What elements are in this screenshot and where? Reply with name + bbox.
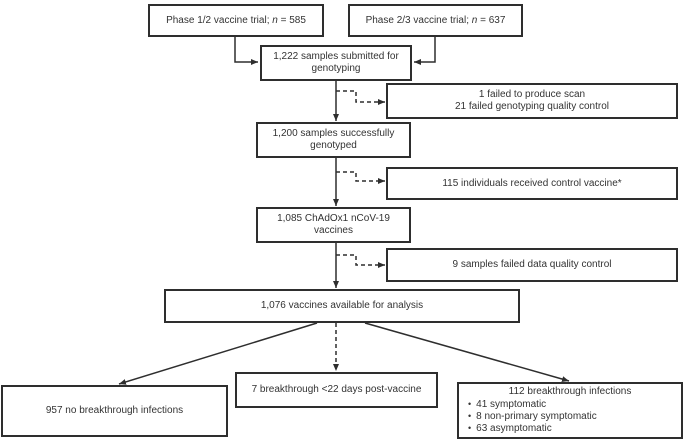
arrow-dashed-to-control-vaccine [336,171,385,184]
breakthrough-infections-title: 112 breakthrough infections [508,386,632,398]
no-breakthrough-label: 957 no breakthrough infections [45,405,184,416]
phase-1-2-trial-label: Phase 1/2 vaccine trial; n = 585 [166,14,306,26]
box-samples-genotyped: 1,200 samples successfully genotyped [256,122,411,158]
chadox-vaccines-label: 1,085 ChAdOx1 nCoV-19 vaccines [277,213,390,236]
control-vaccine-label: 115 individuals received control vaccine… [442,177,622,189]
bullet-icon: • [468,399,472,410]
data-qc-failures-label: 9 samples failed data quality control [452,259,612,270]
phase-2-3-trial-label: Phase 2/3 vaccine trial; n = 637 [365,14,506,26]
box-phase-1-2-trial: Phase 1/2 vaccine trial; n = 585 [148,4,324,37]
box-phase-2-3-trial: Phase 2/3 vaccine trial; n = 637 [348,4,523,37]
arrow-available-to-nobreak [118,322,318,385]
box-genotyping-failures: 1 failed to produce scan 21 failed genot… [386,83,678,119]
arrow-dashed-to-data-qc [336,254,385,268]
bullet-icon: • [468,422,472,433]
box-samples-submitted: 1,222 samples submitted for genotyping [260,45,412,81]
arrow-phase23-to-submitted [414,37,436,65]
genotyping-failures-label: 1 failed to produce scan 21 failed genot… [455,89,609,112]
available-for-analysis-label: 1,076 vaccines available for analysis [260,300,424,311]
arrow-dashed-to-genotyping-failures [336,90,385,105]
breakthrough-bullet-nonprimary: • 8 non-primary symptomatic [468,411,597,423]
box-breakthrough-infections: 112 breakthrough infections • 41 symptom… [457,382,683,439]
box-control-vaccine: 115 individuals received control vaccine… [386,167,678,200]
samples-submitted-label: 1,222 samples submitted for genotyping [273,51,399,74]
bullet-icon: • [468,411,472,422]
arrow-phase12-to-submitted [234,37,258,65]
arrow-available-to-breakthrough [364,322,570,382]
box-data-qc-failures: 9 samples failed data quality control [386,248,678,282]
box-no-breakthrough: 957 no breakthrough infections [1,385,228,437]
breakthrough-bullet-symptomatic: • 41 symptomatic [468,399,547,411]
box-chadox-vaccines: 1,085 ChAdOx1 nCoV-19 vaccines [256,207,411,243]
samples-genotyped-label: 1,200 samples successfully genotyped [272,128,395,151]
early-breakthrough-label: 7 breakthrough <22 days post-vaccine [251,384,422,395]
breakthrough-bullet-asymptomatic: • 63 asymptomatic [468,422,552,434]
box-available-for-analysis: 1,076 vaccines available for analysis [164,289,520,323]
box-early-breakthrough: 7 breakthrough <22 days post-vaccine [235,372,438,408]
